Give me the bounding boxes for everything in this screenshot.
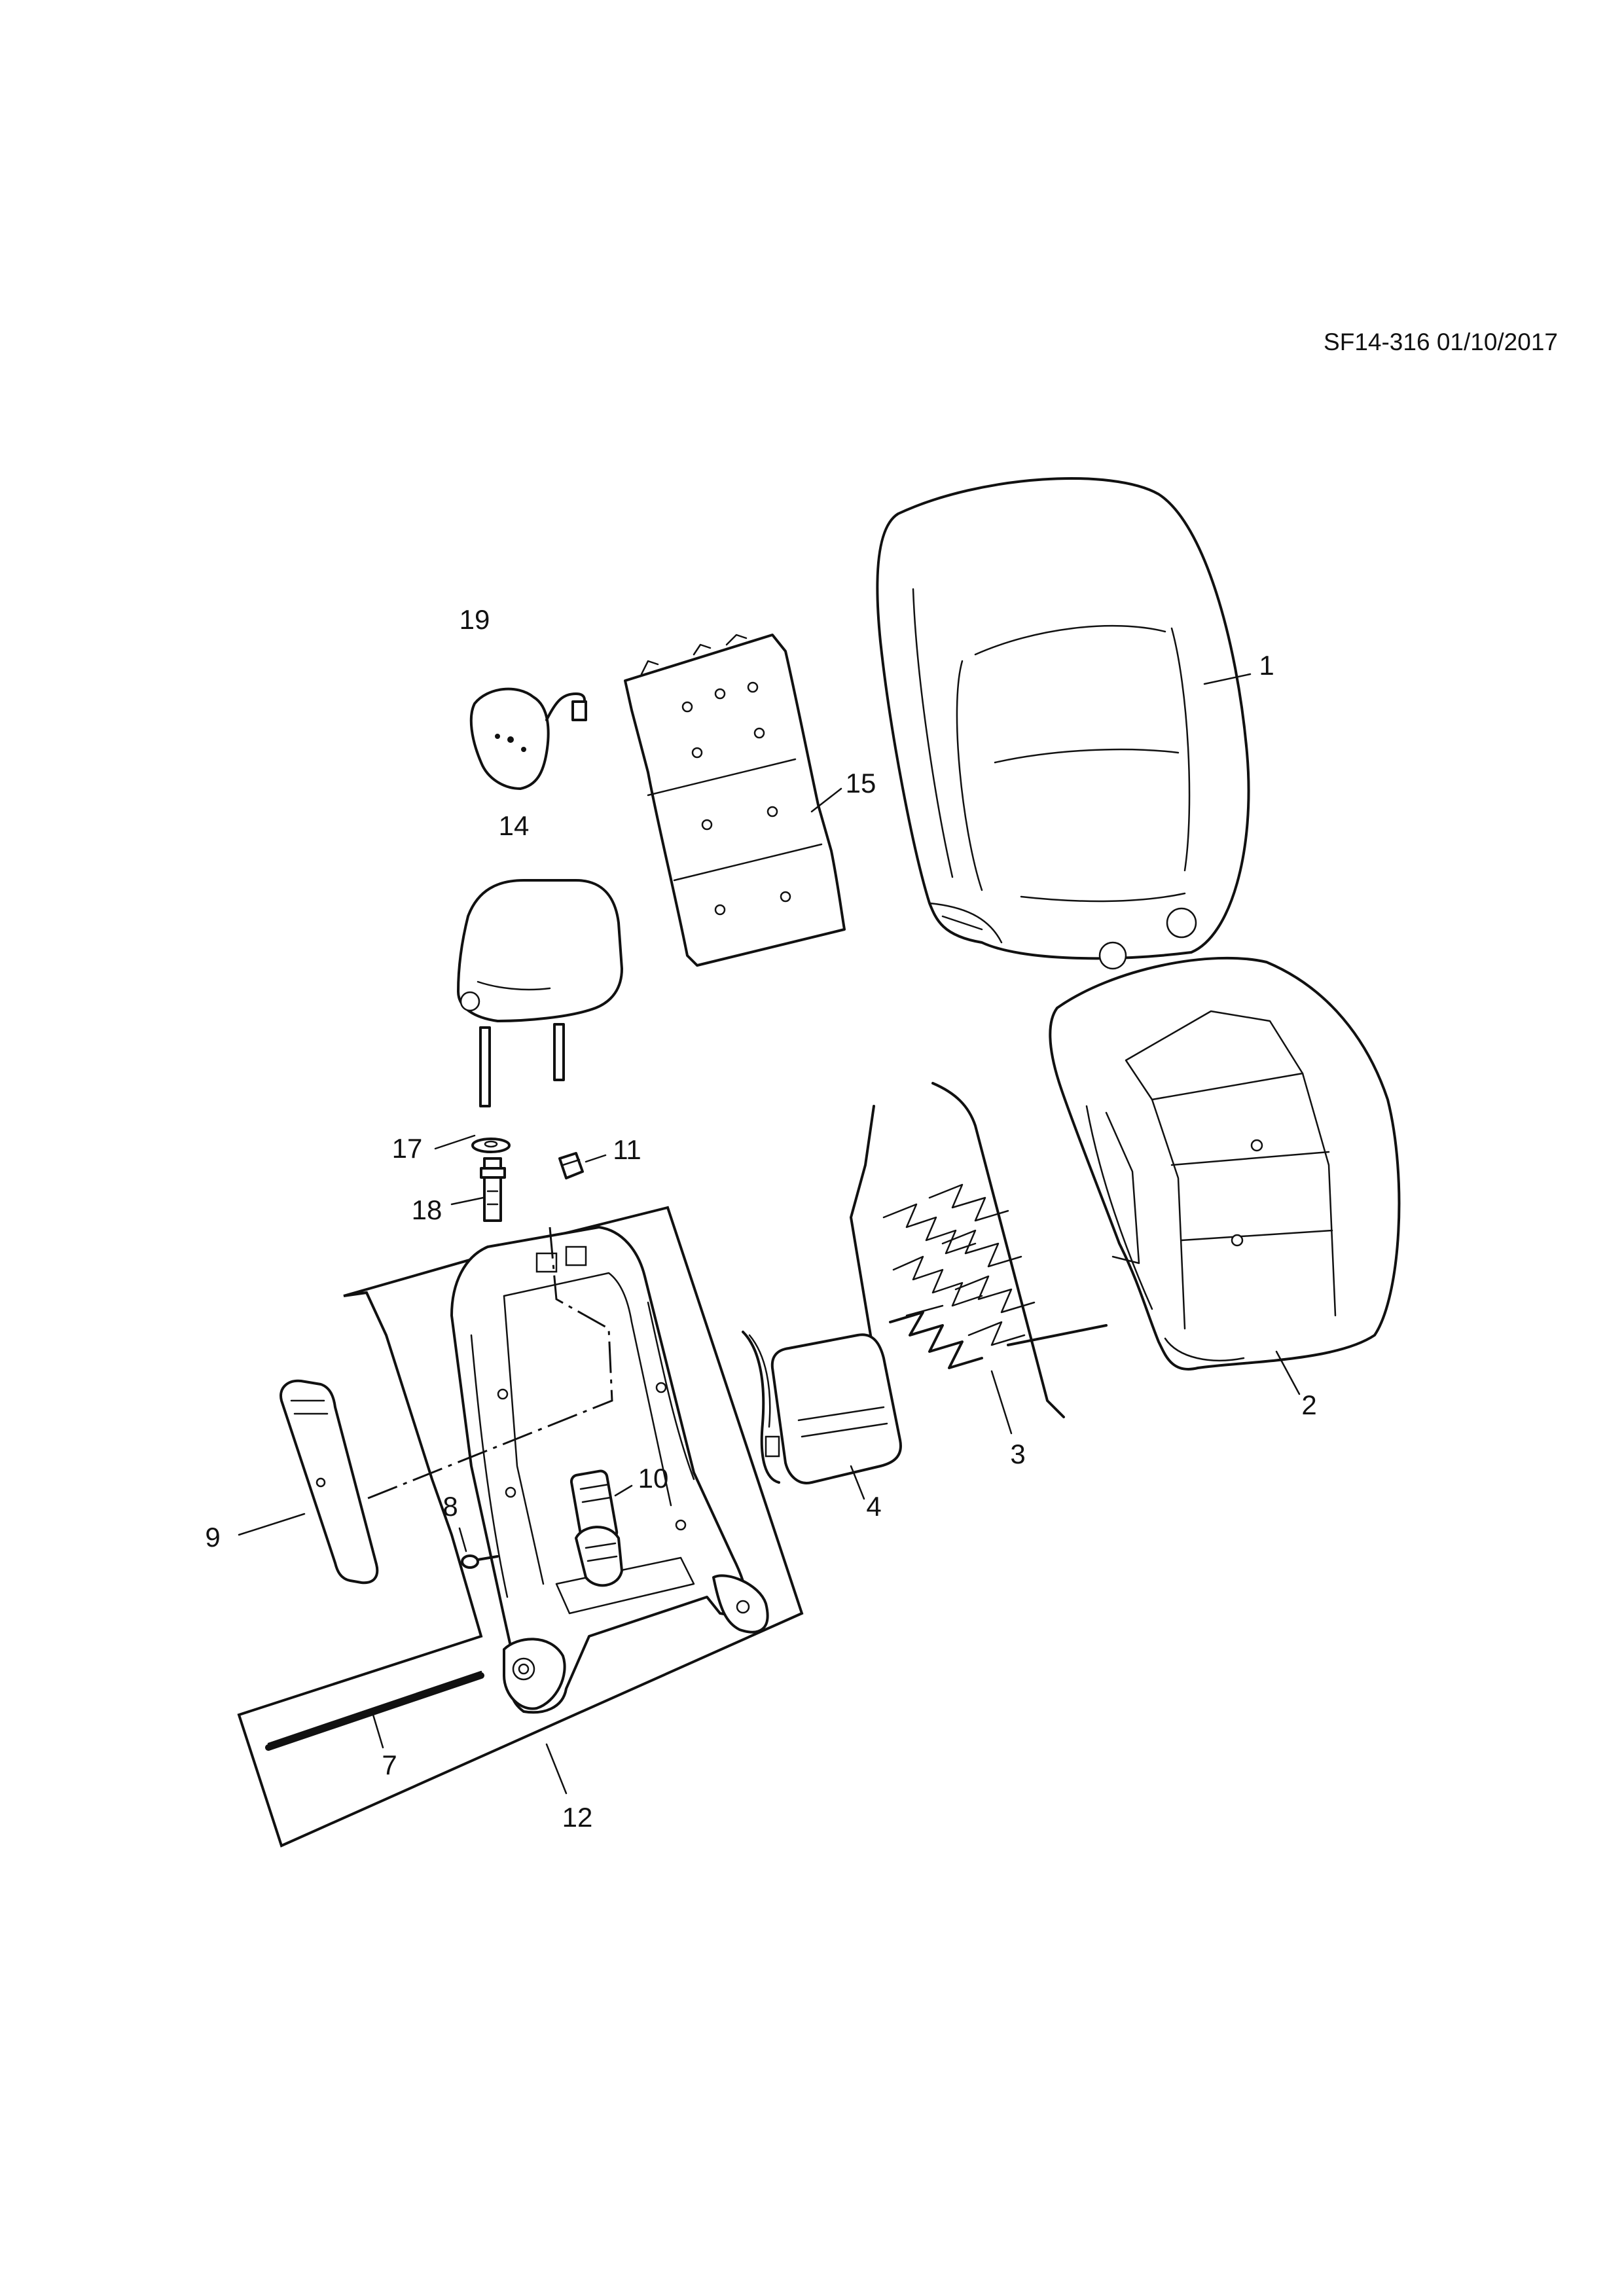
callout-19: 19 <box>460 604 490 635</box>
leader-line-18 <box>450 1196 484 1206</box>
part-10-recliner-motor <box>569 1469 623 1587</box>
part-19-electrical-module <box>469 687 587 790</box>
leader-line-17 <box>434 1134 476 1150</box>
assembly-12-outline <box>237 1206 804 1848</box>
reference-code: SF14-316 01/10/2017 <box>1324 329 1558 355</box>
callout-8: 8 <box>442 1491 458 1522</box>
part-4-lumbar-support <box>742 1331 902 1484</box>
dashed-centerline <box>366 1227 613 1500</box>
leader-line-9 <box>238 1513 306 1536</box>
leader-line-10 <box>614 1484 633 1497</box>
callout-7: 7 <box>382 1749 397 1780</box>
callout-18: 18 <box>412 1194 442 1225</box>
part-2-seat-back-foam-pad <box>1049 907 1401 1371</box>
leader-line-15 <box>810 787 842 813</box>
callout-3: 3 <box>1010 1439 1025 1469</box>
part-17-head-restraint-guide-washer <box>471 1138 511 1153</box>
callout-14: 14 <box>499 810 530 841</box>
leader-line-11 <box>585 1154 607 1163</box>
callout-10: 10 <box>638 1463 669 1494</box>
leader-line-3 <box>990 1370 1013 1435</box>
part-9-side-trim-panel <box>280 1379 379 1585</box>
callout-2: 2 <box>1301 1390 1316 1420</box>
callout-1: 1 <box>1259 650 1274 681</box>
callout-9: 9 <box>205 1522 220 1552</box>
callout-4: 4 <box>866 1491 881 1522</box>
part-11-clip <box>558 1152 584 1179</box>
callout-17: 17 <box>392 1133 423 1164</box>
leader-line-8 <box>458 1527 467 1552</box>
part-18-head-restraint-guide <box>480 1157 506 1222</box>
leader-line-1 <box>1203 673 1252 685</box>
part-1-seat-back-cover <box>876 477 1250 960</box>
callout-11: 11 <box>613 1134 641 1165</box>
callout-15: 15 <box>846 768 876 798</box>
part-15-seat-back-rear-panel <box>624 634 846 967</box>
part-8-bolt <box>461 1554 499 1569</box>
callout-12: 12 <box>562 1802 593 1833</box>
part-7-recliner-shaft <box>265 1670 484 1751</box>
leader-line-2 <box>1275 1350 1301 1395</box>
part-14-head-restraint <box>457 879 623 1107</box>
leader-line-4 <box>850 1465 865 1500</box>
leader-line-12 <box>545 1743 568 1795</box>
part-12-seat-back-frame <box>450 1226 769 1714</box>
leader-line-7 <box>372 1713 384 1749</box>
part-3-seat-back-spring-assembly <box>850 1082 1108 1458</box>
